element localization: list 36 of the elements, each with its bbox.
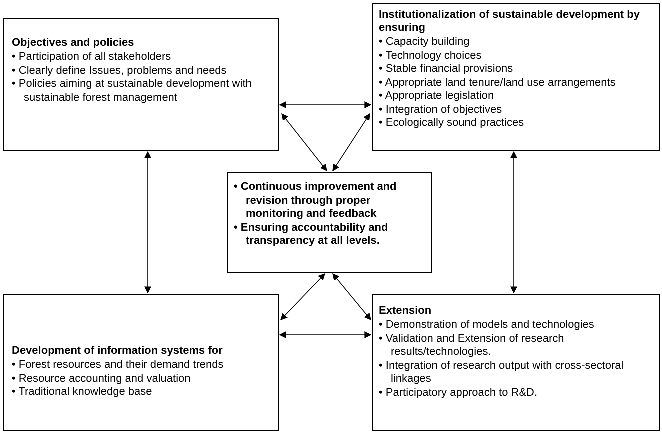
bullet-item: • Appropriate legislation (379, 90, 496, 104)
bullet-item: • Forest resources and their demand trends (12, 359, 225, 372)
bullet-item: • Policies aiming at sustainable development with sustainable forest management (12, 78, 253, 105)
box-heading: Institutionalization of sustainable development by ensuring (379, 9, 641, 35)
double-arrow (279, 332, 372, 338)
double-arrow (279, 102, 372, 108)
bullet-item: • Participatory approach to R&D. (379, 386, 539, 400)
text-box (3, 294, 279, 431)
bullet-item: • Traditional knowledge base (12, 386, 154, 400)
bullet-item: • Technology choices (379, 50, 483, 63)
double-arrow (144, 151, 152, 294)
double-arrow (510, 151, 518, 294)
bullet-item: • Clearly define Issues, problems and needs (12, 64, 228, 78)
bullet-item: • Demonstration of models and technologies (379, 319, 596, 332)
bullet-item: • Integration of research output with cross-sectoral linkages (379, 360, 625, 386)
double-arrow (282, 113, 328, 172)
bullet-item: • Continuous improvement and revision through proper monitoring and feedback (234, 181, 398, 222)
bullet-item: • Ensuring accountability and transparency at all levels. (234, 222, 390, 248)
bullet-item: • Ecologically sound practices (379, 117, 526, 130)
box-heading: Extension (379, 305, 433, 318)
bullet-item: • Stable financial provisions (379, 63, 514, 76)
box-heading: Development of information systems for (12, 345, 224, 358)
double-arrow (332, 273, 372, 321)
text-box (227, 172, 432, 273)
bullet-item: • Resource accounting and valuation (12, 372, 192, 386)
double-arrow (280, 274, 326, 320)
double-arrow (332, 113, 370, 172)
box-heading: Objectives and policies (12, 37, 136, 50)
bullet-item: • Capacity building (379, 36, 471, 50)
text-box (372, 294, 660, 431)
bullet-item: • Validation and Extension of research results/technologies. (379, 332, 566, 360)
bullet-item: • Integration of objectives (379, 104, 504, 117)
text-box (3, 18, 279, 151)
text-box (372, 3, 660, 151)
bullet-item: • Participation of all stakeholders (12, 51, 172, 64)
bullet-item: • Appropriate land tenure/land use arrangements (379, 76, 617, 90)
